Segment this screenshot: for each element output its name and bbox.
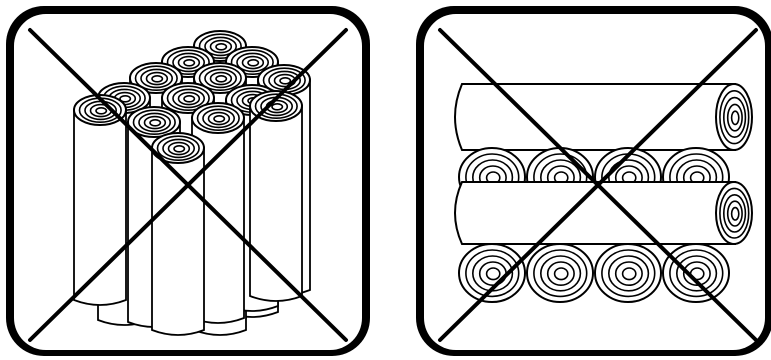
roll-end [161, 82, 215, 114]
roll-end [193, 62, 247, 94]
prohibition-cross-right [438, 28, 758, 342]
roll-body [73, 109, 127, 306]
roll-end [151, 132, 205, 164]
roll-end [526, 243, 594, 303]
roll-end [129, 62, 183, 94]
roll-end [191, 102, 245, 134]
panel-upright-rolls [6, 6, 370, 356]
prohibition-cross-left [28, 28, 348, 342]
roll-end [73, 94, 127, 126]
roll-end [458, 243, 526, 303]
roll-body-horizontal [454, 83, 736, 151]
roll-body-horizontal [454, 181, 736, 245]
roll-end [662, 243, 730, 303]
upright-rolls-icon [73, 30, 311, 336]
roll-end-side [715, 181, 753, 245]
roll-end-side [715, 83, 753, 151]
horizontal-rolls-icon [454, 83, 753, 303]
panel-horizontal-rolls [416, 6, 771, 356]
roll-body [151, 147, 205, 336]
roll-end [594, 243, 662, 303]
roll-end [127, 106, 181, 138]
